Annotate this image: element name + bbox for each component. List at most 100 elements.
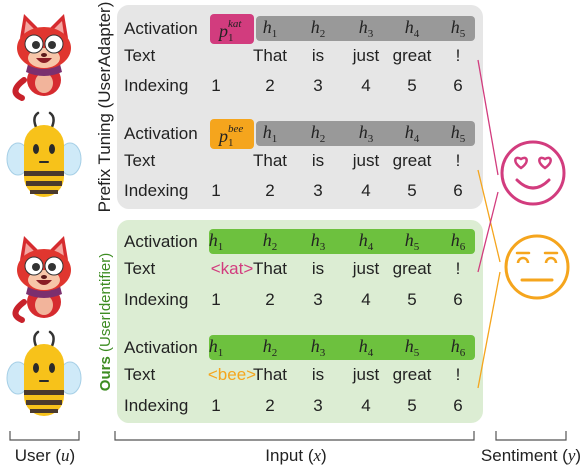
activation-row-label: Activation [124, 124, 198, 143]
activation-h6: h6 [451, 336, 466, 359]
token: ! [456, 259, 461, 278]
activation-h1: h1 [209, 230, 224, 253]
activation-bar [209, 335, 475, 360]
index: 1 [211, 181, 220, 200]
activation-bar [209, 229, 475, 254]
activation-h5: h5 [451, 17, 466, 40]
index: 5 [407, 181, 416, 200]
activation-h3: h3 [359, 17, 374, 40]
index: 6 [453, 396, 462, 415]
activation-h5: h5 [405, 230, 420, 253]
activation-h5: h5 [405, 336, 420, 359]
index: 3 [313, 396, 322, 415]
activation-h4: h4 [405, 122, 420, 145]
input-brace [114, 431, 475, 441]
activation-h3: h3 [311, 336, 326, 359]
user-identifier-token: <kat> [211, 259, 254, 278]
index: 3 [313, 181, 322, 200]
activation-h2: h2 [311, 17, 326, 40]
index: 2 [265, 396, 274, 415]
index: 4 [361, 396, 370, 415]
token: is [312, 46, 324, 65]
activation-bar [256, 16, 475, 41]
text-row-label: Text [124, 365, 155, 384]
activation-h5: h5 [451, 122, 466, 145]
activation-h1: h1 [263, 17, 278, 40]
index: 3 [313, 76, 322, 95]
token: That [253, 365, 287, 384]
ours-panel [117, 220, 483, 423]
token: just [352, 151, 380, 170]
activation-h4: h4 [359, 230, 374, 253]
index: 1 [211, 396, 220, 415]
activation-h3: h3 [311, 230, 326, 253]
text-row-label: Text [124, 259, 155, 278]
neutral-face-icon [504, 234, 570, 300]
token: great [393, 46, 432, 65]
token: That [253, 259, 287, 278]
activation-h2: h2 [263, 230, 278, 253]
token: ! [456, 365, 461, 384]
index: 2 [265, 76, 274, 95]
index: 1 [211, 76, 220, 95]
token: just [352, 46, 380, 65]
index: 5 [407, 396, 416, 415]
token: is [312, 151, 324, 170]
sentiment-connector [477, 59, 499, 176]
index: 2 [265, 290, 274, 309]
text-row-label: Text [124, 151, 155, 170]
bee-user-icon [6, 330, 82, 416]
index: 2 [265, 181, 274, 200]
index: 4 [361, 76, 370, 95]
index: 5 [407, 76, 416, 95]
token: just [352, 259, 380, 278]
token: great [393, 365, 432, 384]
token: That [253, 46, 287, 65]
activation-h1: h1 [209, 336, 224, 359]
user-label: User (u) [15, 446, 75, 465]
user-brace [9, 431, 80, 441]
sentiment-connector [477, 169, 501, 263]
index: 5 [407, 290, 416, 309]
text-row-label: Text [124, 46, 155, 65]
ours-title: Ours (UserIdentifier) [97, 253, 114, 391]
user-identifier-token: <bee> [208, 365, 256, 384]
sentiment-connector [477, 271, 501, 389]
indexing-row-label: Indexing [124, 76, 188, 95]
index: 6 [453, 290, 462, 309]
activation-h4: h4 [405, 17, 420, 40]
token: is [312, 259, 324, 278]
cat-user-icon [12, 14, 71, 101]
activation-h1: h1 [263, 122, 278, 145]
cat-user-icon [12, 236, 71, 323]
activation-row-label: Activation [124, 232, 198, 251]
prefix-activation-box [210, 14, 254, 44]
index: 6 [453, 76, 462, 95]
activation-bar [256, 121, 475, 146]
activation-h3: h3 [359, 122, 374, 145]
sentiment-connector [477, 191, 499, 273]
activation-h4: h4 [359, 336, 374, 359]
index: 4 [361, 181, 370, 200]
bee-user-icon [6, 111, 82, 197]
token: is [312, 365, 324, 384]
token: great [393, 151, 432, 170]
index: 4 [361, 290, 370, 309]
sentiment-label: Sentiment (y) [481, 446, 581, 465]
index: 6 [453, 181, 462, 200]
input-label: Input (x) [265, 446, 326, 465]
token: ! [456, 46, 461, 65]
index: 3 [313, 290, 322, 309]
token: That [253, 151, 287, 170]
prefix-tuning-title: Prefix Tuning (UserAdapter) [95, 2, 114, 213]
activation-h6: h6 [451, 230, 466, 253]
indexing-row-label: Indexing [124, 181, 188, 200]
token: great [393, 259, 432, 278]
